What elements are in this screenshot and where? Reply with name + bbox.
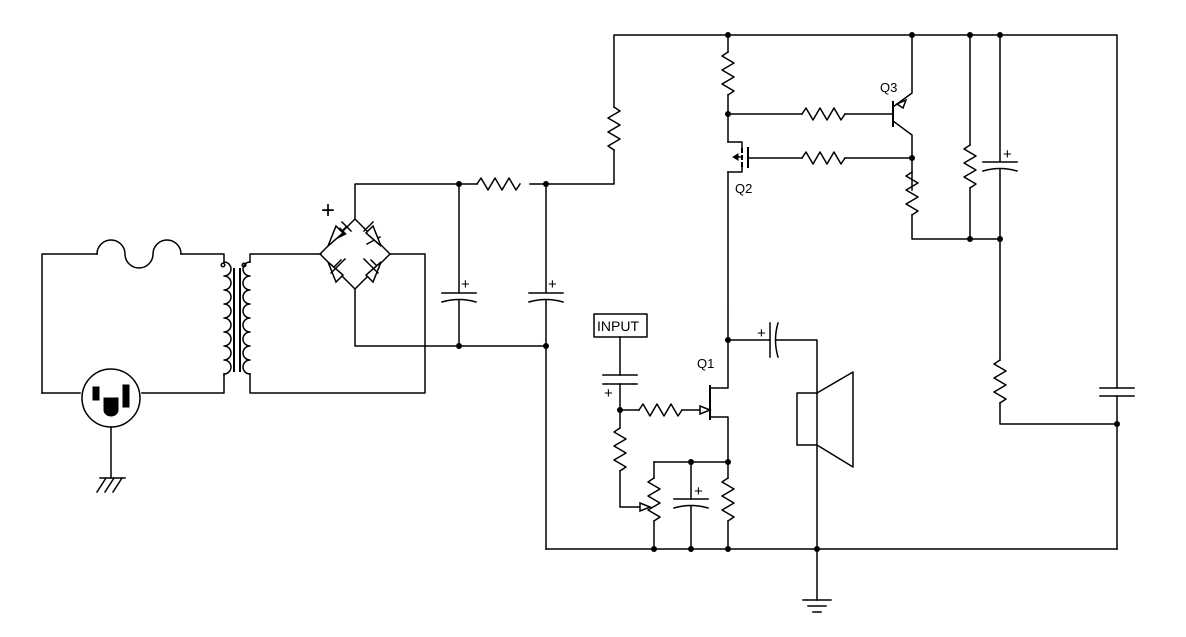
cap-c1-plus: + (461, 276, 470, 293)
diode-d4 (364, 261, 382, 284)
ground-icon (802, 599, 832, 613)
ground-rail (545, 546, 1118, 552)
cap-out-plus: + (757, 325, 766, 342)
resistor-dropping (475, 177, 522, 191)
outlet-ground-pin (103, 397, 119, 417)
cap-c3-plus: + (694, 483, 703, 500)
resistor-q3-base (800, 107, 847, 121)
current-source: Q3 Q2 + (721, 32, 1135, 550)
transformer-primary-coil (223, 261, 232, 375)
bridge-rectifier: + (319, 183, 460, 347)
cap-in-plus: + (604, 385, 613, 402)
primary-circuit (41, 239, 225, 394)
resistor-q3-emitter (905, 170, 919, 217)
resistor-gate (613, 426, 627, 473)
mains-outlet (81, 368, 141, 494)
transistor-q2: Q2 (727, 141, 803, 313)
input-label: INPUT (597, 318, 639, 334)
cap-c2-plus: + (548, 276, 557, 293)
q3-label: Q3 (880, 80, 897, 95)
resistor-feedback (993, 358, 1007, 405)
transformer-secondary-coil (242, 261, 251, 375)
phase-dot-primary (220, 262, 226, 268)
power-supply-filter: + + (441, 34, 1118, 550)
resistor-supply (607, 105, 621, 152)
resistor-input (637, 403, 684, 417)
diode-d1 (327, 224, 345, 247)
diode-d2 (364, 224, 382, 247)
fuse (96, 239, 182, 269)
q2-label: Q2 (735, 181, 752, 196)
resistor-bias (963, 143, 977, 190)
outlet-prong-right (122, 384, 130, 408)
speaker-icon (796, 371, 854, 468)
chassis-ground-icon (95, 476, 126, 494)
resistor-source (721, 50, 735, 97)
input-stage: INPUT + Q1 + (593, 311, 735, 550)
transistor-q1: Q1 (697, 311, 729, 463)
bridge-plus-label: + (321, 197, 335, 224)
potentiometer (647, 476, 661, 523)
resistor-q1-source (721, 476, 735, 523)
transistor-q3: Q3 (880, 34, 913, 191)
outlet-prong-left (92, 386, 100, 401)
resistor-q2-gate (800, 151, 847, 165)
cap-c5-plus: + (1003, 146, 1012, 163)
phase-dot-secondary (241, 262, 247, 268)
output-stage: + (725, 322, 854, 613)
transformer (220, 253, 426, 394)
q1-label: Q1 (697, 356, 714, 371)
transformer-core (233, 268, 241, 372)
